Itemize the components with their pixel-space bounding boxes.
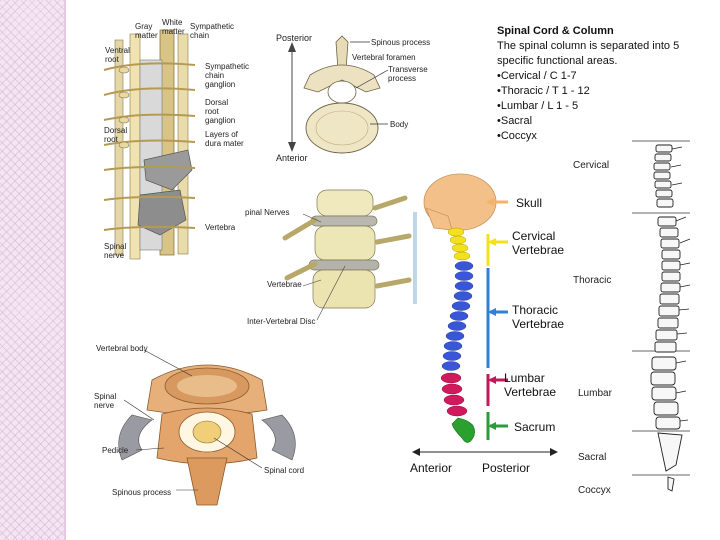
label-intervertebral-disc: Inter-Vertebral Disc xyxy=(247,317,316,326)
label-body: Body xyxy=(390,120,409,129)
label-spinal-nerves: pinal Nerves xyxy=(245,208,290,217)
label-skull: Skull xyxy=(516,196,543,210)
side-spine-diagram: Cervical Thoracic Lumbar Sacral Coccyx xyxy=(570,135,710,535)
label-side-lumbar: Lumbar xyxy=(578,388,612,399)
decorative-edge xyxy=(64,0,66,540)
label-spinous-process: Spinous process xyxy=(371,38,431,47)
spinal-cord-diagram: Gray matter White matter Sympathetic cha… xyxy=(100,18,250,265)
label-posterior-top: Posterior xyxy=(276,33,313,43)
label-gray-matter: Gray matter xyxy=(135,22,158,40)
vertebra-top-view: Posterior Spinous process Vertebral fora… xyxy=(270,30,450,165)
label-spinal-nerve-cross: Spinal nerve xyxy=(94,392,117,410)
label-sympathetic-chain-ganglion: Sympathetic chain ganglion xyxy=(205,62,250,89)
text-title: Spinal Cord & Column xyxy=(497,25,614,37)
label-cervical-vertebrae: Cervical Vertebrae xyxy=(512,229,565,257)
text-intro: The spinal column is separated into 5 sp… xyxy=(497,40,680,67)
colored-spine-illustration xyxy=(412,173,558,456)
label-anterior-top: Anterior xyxy=(276,153,308,163)
label-ventral-root: Ventral root xyxy=(105,46,130,64)
label-pedicle: Pedicle xyxy=(102,446,129,455)
label-anterior-spine: Anterior xyxy=(410,461,453,475)
text-area-cervical: •Cervical / C 1-7 xyxy=(497,70,577,82)
text-area-lumbar: •Lumbar / L 1 - 5 xyxy=(497,100,579,112)
cross-section-illustration xyxy=(118,349,296,506)
label-spinous-process-cross: Spinous process xyxy=(112,488,172,497)
text-area-sacral: •Sacral xyxy=(497,115,533,127)
colored-spine-diagram: Skull Cervical Vertebrae Thoracic Verteb… xyxy=(400,168,580,480)
label-lumbar-vertebrae: Lumbar Vertebrae xyxy=(504,371,557,399)
label-side-thoracic: Thoracic xyxy=(573,275,612,286)
label-posterior-spine: Posterior xyxy=(482,461,531,475)
label-vertebrae-3d: Vertebrae xyxy=(267,280,302,289)
label-spinal-nerve: Spinal nerve xyxy=(104,242,127,260)
label-side-sacral: Sacral xyxy=(578,452,607,463)
label-transverse-process: Transverse process xyxy=(388,65,428,83)
label-sacrum: Sacrum xyxy=(514,420,556,434)
spinal-cord-illustration xyxy=(103,29,196,260)
label-dorsal-root: Dorsal root xyxy=(104,126,128,144)
vertebrae-3d-view: pinal Nerves Vertebrae Inter-Vertebral D… xyxy=(245,180,425,340)
label-vertebral-foramen: Vertebral foramen xyxy=(352,53,416,62)
label-white-matter: White matter xyxy=(162,18,185,36)
spinal-column-text: Spinal Cord & Column The spinal column i… xyxy=(497,24,697,144)
label-vertebral-body: Vertebral body xyxy=(96,344,148,353)
text-area-thoracic: •Thoracic / T 1 - 12 xyxy=(497,85,590,97)
text-area-coccyx: •Coccyx xyxy=(497,130,537,142)
vertebra-top-illustration xyxy=(288,35,389,154)
label-spinal-cord: Spinal cord xyxy=(264,466,305,475)
label-layers-of-dura-mater: Layers of dura mater xyxy=(205,130,244,148)
label-sympathetic-chain: Sympathetic chain xyxy=(190,22,235,40)
label-side-cervical: Cervical xyxy=(573,160,610,171)
label-side-coccyx: Coccyx xyxy=(578,485,611,496)
label-dorsal-root-ganglion: Dorsal root ganglion xyxy=(205,98,236,125)
cross-section-diagram: Vertebral body Spinal nerve Pedicle Spin… xyxy=(92,340,322,515)
label-thoracic-vertebrae: Thoracic Vertebrae xyxy=(512,303,565,331)
decorative-stripe xyxy=(0,0,64,540)
label-vertebra: Vertebra xyxy=(205,223,236,232)
side-spine-illustration xyxy=(632,140,691,492)
vertebrae-3d-illustration xyxy=(282,189,417,321)
